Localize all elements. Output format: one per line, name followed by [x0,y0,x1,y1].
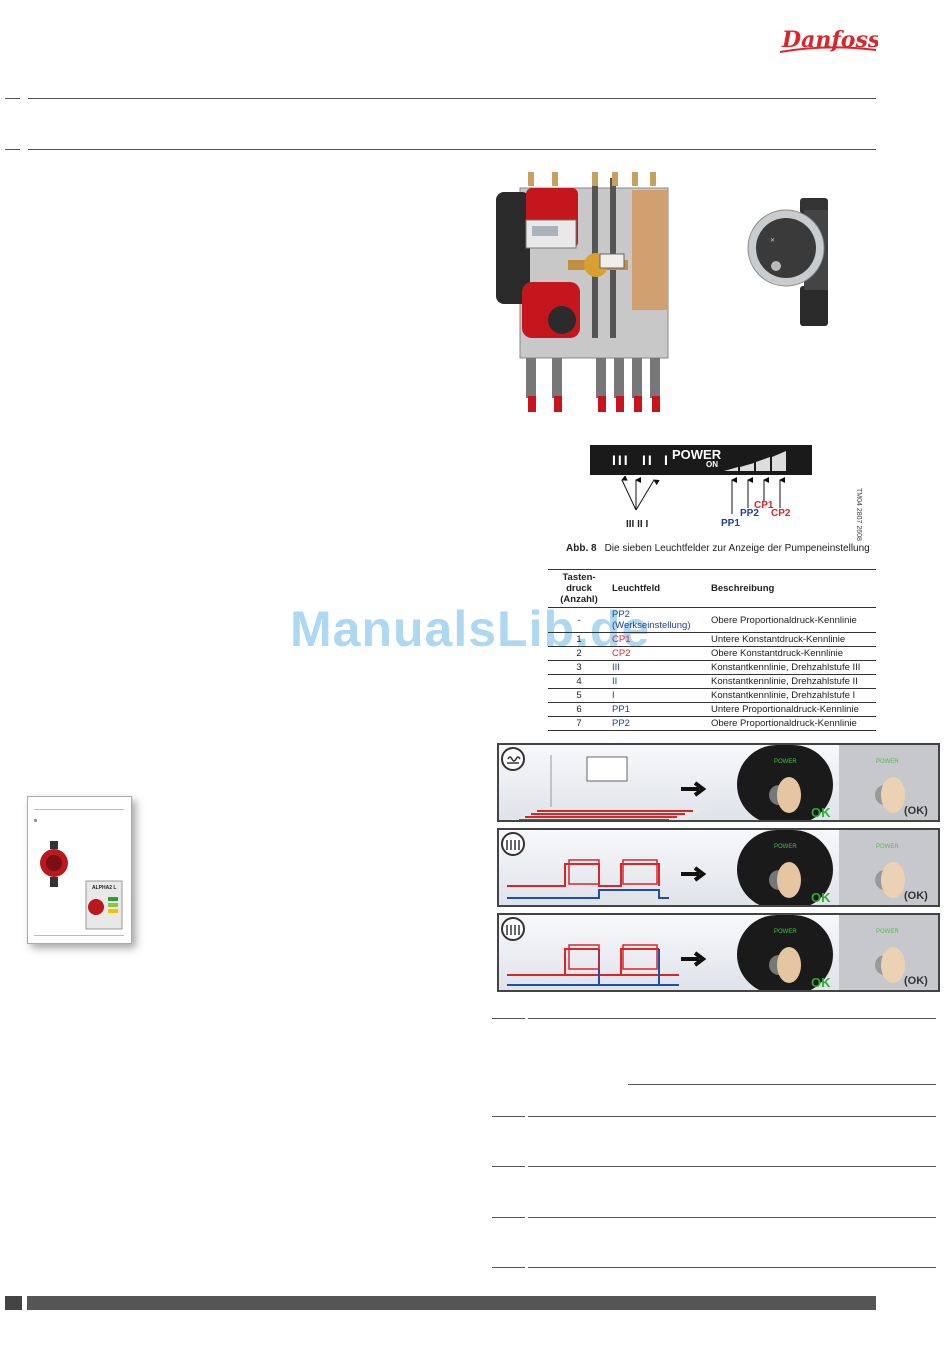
col-header-desc: Beschreibung [709,569,876,608]
scene3-power-label: POWER [774,929,797,935]
row-desc: Obere Konstantdruck-Kennlinie [709,646,876,661]
led-speed-iii: III [612,452,630,468]
scene3-ok-paren: (OK) [904,975,928,987]
label-pp2: PP2 [740,508,759,519]
row-field: II [610,674,709,689]
row-field: PP2 (Werkseinstellung) [610,607,709,633]
label-cp2: CP2 [771,508,791,519]
row-desc: Obere Proportionaldruck-Kennlinie [709,716,876,731]
header-rule-short-2 [5,149,20,150]
scene3-power-label-dim: POWER [876,929,899,935]
signal-bars-icon [724,451,786,471]
figure-caption: Abb. 8 Die sieben Leuchtfelder zur Anzeig… [566,543,870,554]
scene1-power-label-dim: POWER [876,759,899,765]
rule-short-d [492,1166,525,1167]
scene1-power-label: POWER [774,759,797,765]
scene2-ok-paren: (OK) [904,890,928,902]
label-pp1: PP1 [721,518,740,529]
header-rule-1 [28,98,876,99]
row-desc: Konstantkennlinie, Drehzahlstufe II [709,674,876,689]
rule-short-c [492,1116,525,1117]
rule-a [528,1018,936,1019]
led-speed-i: I [664,452,668,468]
scene-floor-heating: POWER POWER OK (OK) [497,743,940,822]
rule-short-e [492,1217,525,1218]
on-label: ON [706,460,718,469]
heating-station-image [496,172,669,412]
row-count: 4 [548,674,610,689]
figure-code: TM04 2807 2608 [855,488,862,541]
figure-caption-text: Die sieben Leuchtfelder zur Anzeige der … [604,543,870,554]
speed-labels: III II I [626,519,649,530]
document-thumbnail: ALPHA2 L [27,796,132,944]
row-desc: Untere Konstantdruck-Kennlinie [709,632,876,647]
floor-heating-illustration [501,745,938,820]
thumbnail-product-label: ALPHA2 L [92,885,117,891]
row-count: 3 [548,660,610,675]
radiator-icon-2 [501,917,525,941]
scene1-ok-paren: (OK) [904,805,928,817]
header-rule-2 [28,149,876,150]
col-header-field: Leuchtfeld [610,569,709,608]
row-count: 1 [548,632,610,647]
row-field: I [610,688,709,703]
scene1-ok: OK [811,805,831,820]
radiator-illustration-2 [501,915,938,990]
pump-image: ✕ [747,198,828,326]
row-count: 2 [548,646,610,661]
thumbnail-pump-icon [40,841,123,930]
row-desc: Konstantkennlinie, Drehzahlstufe III [709,660,876,675]
power-label: POWER [672,447,722,462]
scene2-ok: OK [811,890,831,905]
rule-short-f [492,1267,525,1268]
row-field: PP1 [610,702,709,717]
danfoss-logo: Danfoss [779,27,878,53]
pump-settings-table: Tasten-druck (Anzahl) Leuchtfeld Beschre… [548,569,876,731]
table-row: -PP2 (Werkseinstellung)Obere Proportiona… [548,607,876,633]
led-callout-arrows [621,476,785,514]
label-cp1: CP1 [754,500,774,511]
radiator-illustration-1 [501,830,938,905]
floor-heating-icon [501,747,525,771]
footer-marker [5,1296,22,1310]
col-header-count: Tasten-druck (Anzahl) [548,569,610,608]
scene-radiator-heating-2: POWER POWER OK (OK) [497,913,940,992]
scene2-power-label: POWER [774,844,797,850]
row-count: - [548,607,610,633]
figure-number: Abb. 8 [566,543,597,554]
scene-radiator-heating-1: POWER POWER OK (OK) [497,828,940,907]
svg-text:✕: ✕ [770,237,775,244]
rule-f [528,1267,936,1268]
row-field: CP1 [610,632,709,647]
row-desc: Untere Proportionaldruck-Kennlinie [709,702,876,717]
row-count: 6 [548,702,610,717]
footer-bar [27,1296,876,1310]
row-desc: Konstantkennlinie, Drehzahlstufe I [709,688,876,703]
scene2-power-label-dim: POWER [876,844,899,850]
header-rule-short-1 [5,98,20,99]
table-body: -PP2 (Werkseinstellung)Obere Proportiona… [548,607,876,731]
scene3-ok: OK [811,975,831,990]
row-field: III [610,660,709,675]
pump-control-panel: III II I POWER ON [590,445,812,475]
row-field: PP2 [610,716,709,731]
rule-e [528,1217,936,1218]
row-desc: Obere Proportionaldruck-Kennlinie [709,607,876,633]
rule-short-a [492,1018,525,1019]
rule-b [628,1084,936,1085]
row-count: 7 [548,716,610,731]
led-speed-ii: II [642,452,654,468]
rule-c [528,1116,936,1117]
row-field: CP2 [610,646,709,661]
rule-d [528,1166,936,1167]
radiator-icon [501,832,525,856]
row-count: 5 [548,688,610,703]
